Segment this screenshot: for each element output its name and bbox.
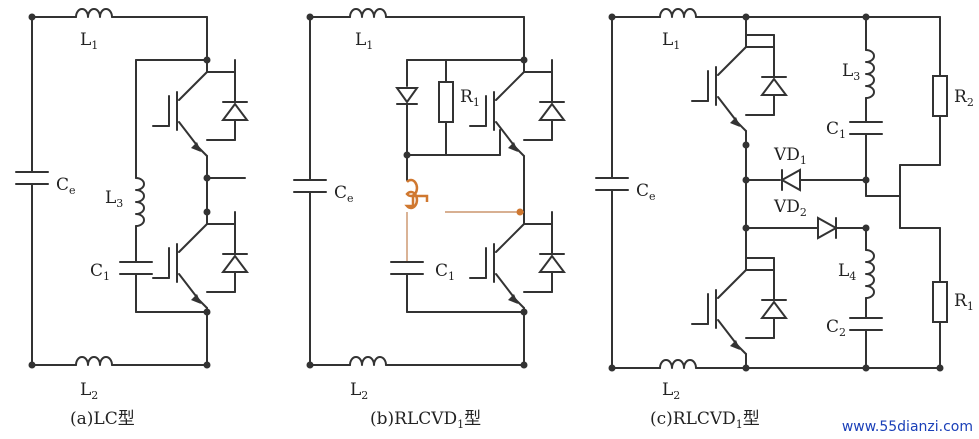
label-a-L3: L bbox=[105, 188, 116, 208]
label-a-Ce: C bbox=[56, 175, 69, 195]
svg-text:L2: L2 bbox=[350, 380, 368, 402]
label-b-L2: L bbox=[350, 380, 361, 400]
svg-text:C2: C2 bbox=[826, 317, 846, 339]
svg-text:L3: L3 bbox=[105, 188, 123, 210]
label-c-Ce: C bbox=[636, 181, 649, 201]
caption-a: (a)LC型 bbox=[70, 409, 135, 429]
svg-text:Ce: Ce bbox=[636, 181, 656, 203]
svg-text:VD1: VD1 bbox=[773, 145, 807, 167]
svg-text:Ce: Ce bbox=[334, 183, 354, 205]
label-a-L1: L bbox=[80, 30, 91, 50]
svg-text:R1: R1 bbox=[954, 291, 974, 313]
label-a-C1: C bbox=[90, 261, 103, 281]
svg-text:L4: L4 bbox=[838, 261, 856, 283]
svg-text:L1: L1 bbox=[80, 30, 98, 52]
svg-text:L3: L3 bbox=[842, 61, 860, 83]
svg-text:L1: L1 bbox=[355, 30, 373, 52]
svg-text:L2: L2 bbox=[662, 380, 680, 402]
svg-text:C1: C1 bbox=[90, 261, 110, 283]
svg-text:L1: L1 bbox=[662, 30, 680, 52]
label-c-VD1: VD bbox=[773, 145, 800, 165]
label-c-R2: R bbox=[954, 87, 968, 107]
label-a-L2: L bbox=[80, 380, 91, 400]
label-c-C2: C bbox=[826, 317, 839, 337]
label-b-Ce: C bbox=[334, 183, 347, 203]
svg-text:C1: C1 bbox=[435, 261, 455, 283]
caption-c: (c)RLCVD1型 bbox=[650, 409, 760, 431]
diagram-a-lc: L1 L2 L3 Ce C1 (a)LC型 bbox=[15, 8, 248, 429]
label-c-L3: L bbox=[842, 61, 853, 81]
svg-text:Ce: Ce bbox=[56, 175, 76, 197]
label-c-R1: R bbox=[954, 291, 968, 311]
watermark: www.55dianzi.com bbox=[841, 419, 973, 435]
label-c-L4: L bbox=[838, 261, 849, 281]
svg-text:VD2: VD2 bbox=[773, 197, 807, 219]
label-b-L1: L bbox=[355, 30, 366, 50]
label-c-L1: L bbox=[662, 30, 673, 50]
label-b-C1: C bbox=[435, 261, 448, 281]
diagram-c-rlcvd1: L1 L2 L3 C1 R2 VD1 VD2 Ce L4 R1 C2 (c)RL… bbox=[595, 8, 974, 431]
svg-text:L2: L2 bbox=[80, 380, 98, 402]
svg-text:R1: R1 bbox=[460, 87, 480, 109]
svg-text:C1: C1 bbox=[826, 119, 846, 141]
svg-text:R2: R2 bbox=[954, 87, 974, 109]
diagram-b-rlcvd1: L1 L2 R1 Ce C1 (b)RLCVD1型 bbox=[293, 8, 565, 431]
label-b-R1: R bbox=[460, 87, 474, 107]
caption-b: (b)RLCVD1型 bbox=[370, 409, 481, 431]
label-c-VD2: VD bbox=[773, 197, 800, 217]
label-c-L2: L bbox=[662, 380, 673, 400]
label-c-C1: C bbox=[826, 119, 839, 139]
